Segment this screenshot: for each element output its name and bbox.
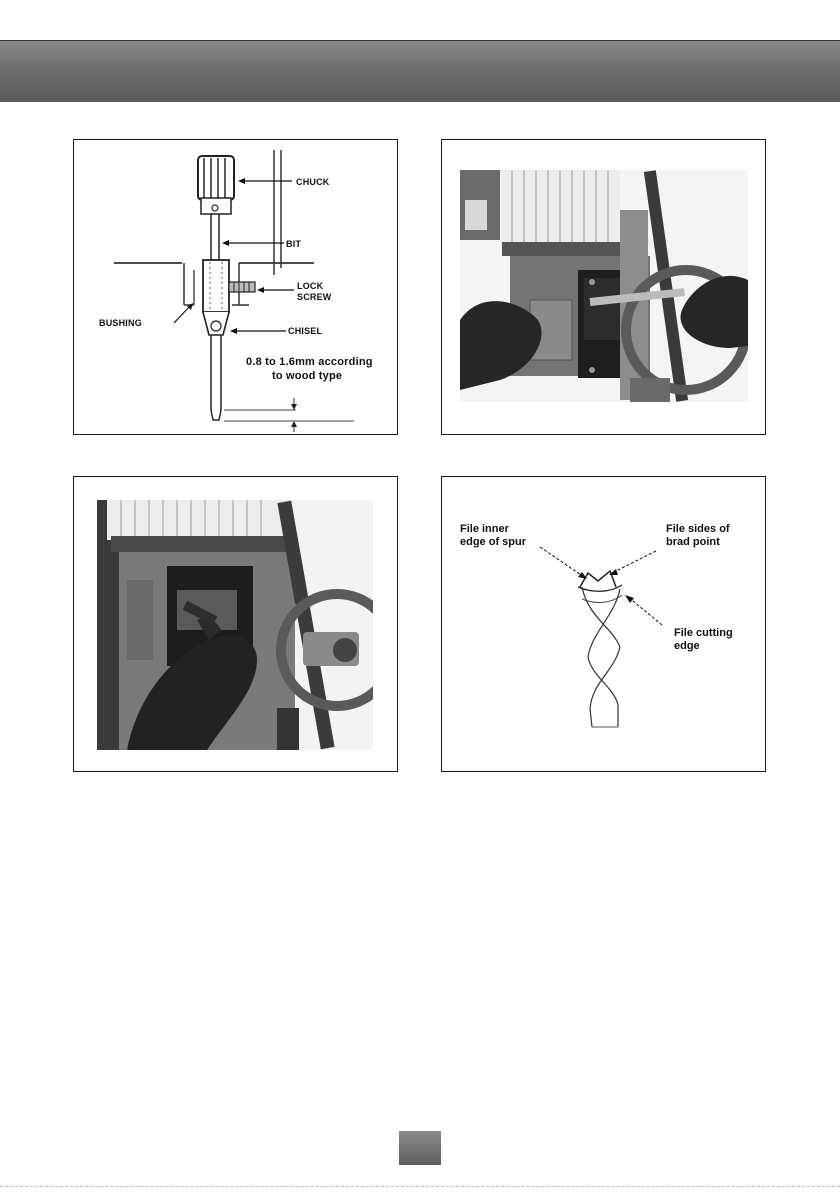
clearance-note-line2: to wood type xyxy=(272,370,342,382)
chisel-insert-photo xyxy=(73,476,398,772)
cutting-edge-label: File cutting edge xyxy=(674,627,733,653)
chuck-label: CHUCK xyxy=(296,177,330,187)
chisel-label: CHISEL xyxy=(288,326,322,336)
brad-point-label: File sides of brad point xyxy=(666,523,730,549)
bottom-rule xyxy=(0,1186,840,1187)
lock-screw-label-line1: LOCK xyxy=(297,281,323,291)
page-number-box xyxy=(399,1131,441,1165)
photo-cover-removal xyxy=(460,170,748,402)
brad-point-drawing xyxy=(442,477,764,770)
chisel-diagram-drawing xyxy=(74,140,396,433)
header-bar xyxy=(0,40,840,102)
bushing-label: BUSHING xyxy=(99,318,142,328)
brad-point-sharpening-diagram: File inner edge of spur File sides of br… xyxy=(441,476,766,772)
cover-removal-photo xyxy=(441,139,766,435)
inner-edge-label: File inner edge of spur xyxy=(460,523,526,549)
clearance-note-line1: 0.8 to 1.6mm according xyxy=(246,356,373,368)
photo-cover-removal-drawing xyxy=(460,170,748,402)
bit-label: BIT xyxy=(286,239,301,249)
lock-screw-label-line2: SCREW xyxy=(297,292,332,302)
photo-chisel-insert xyxy=(97,500,373,750)
photo-chisel-insert-drawing xyxy=(97,500,373,750)
chisel-assembly-diagram: CHUCK BIT LOCK SCREW BUSHING CHISEL 0.8 … xyxy=(73,139,398,435)
